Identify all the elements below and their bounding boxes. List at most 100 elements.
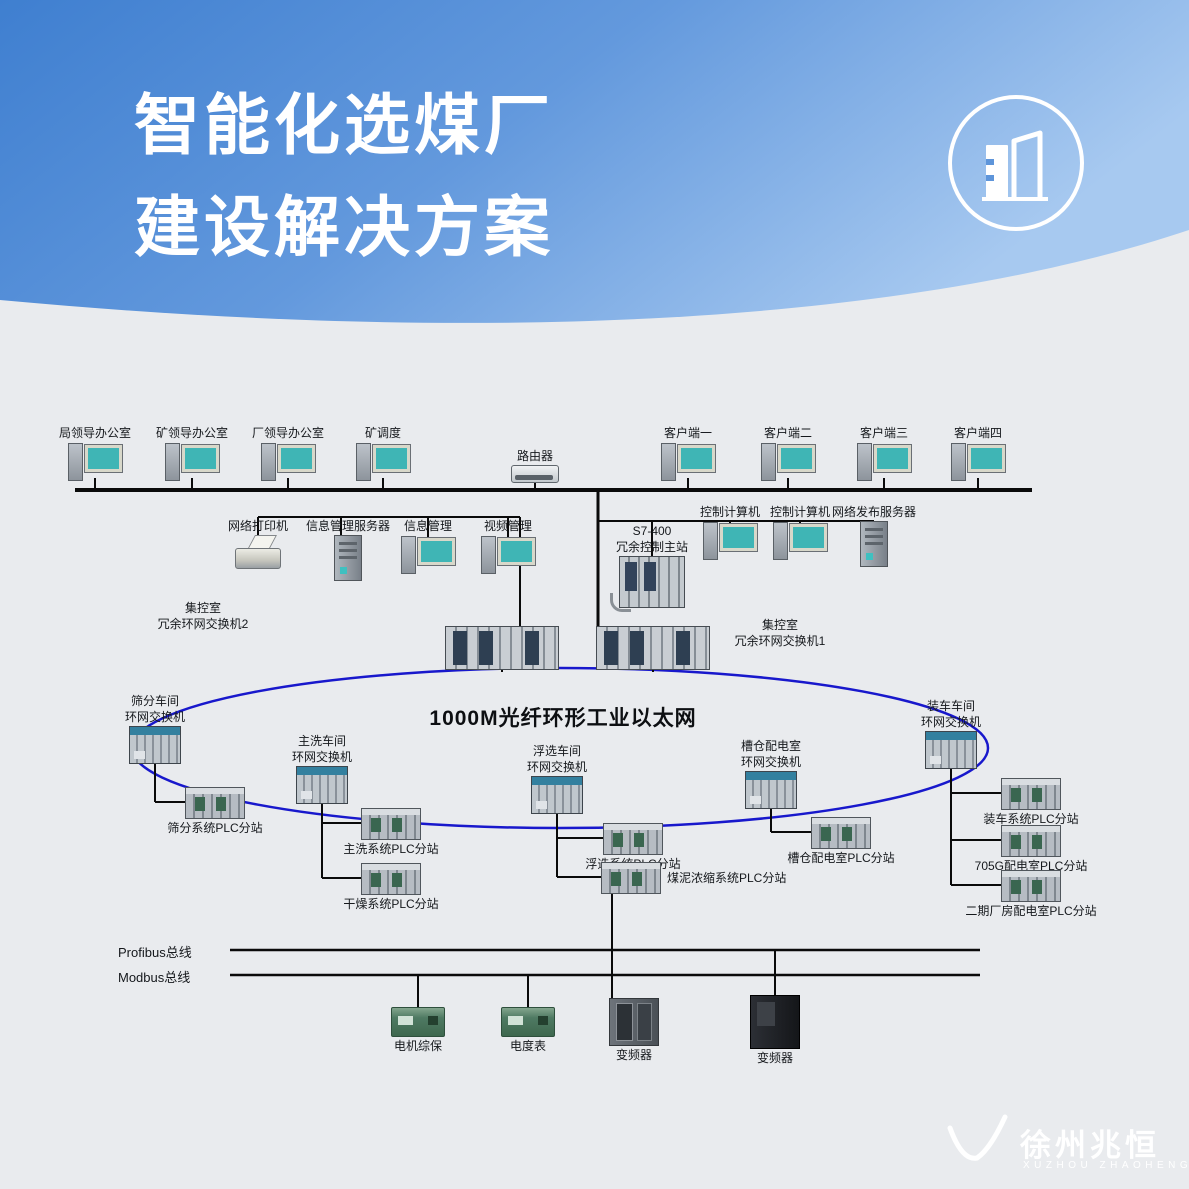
switch-label-line1: 主洗车间 bbox=[297, 734, 346, 748]
page-title: 智能化选煤厂 建设解决方案 bbox=[134, 74, 554, 278]
device-plant-office: 厂领导办公室 bbox=[252, 426, 324, 481]
device-label-line2: 冗余控制主站 bbox=[615, 540, 688, 554]
switch-label-line2: 冗余环网交换机1 bbox=[734, 634, 826, 648]
plc-rack-icon bbox=[185, 787, 245, 819]
plc-label: 煤泥浓缩系统PLC分站 bbox=[667, 871, 787, 885]
device-motor-protection: 电机综保 bbox=[368, 1007, 468, 1053]
plc-label: 槽仓配电室PLC分站 bbox=[787, 851, 895, 865]
desktop-computer-icon bbox=[261, 442, 315, 481]
device-network-printer: 网络打印机 bbox=[218, 519, 298, 569]
profibus-label: Profibus总线 bbox=[118, 945, 192, 960]
ethernet-switch-icon bbox=[745, 771, 797, 809]
ring-switch-screening: 筛分车间 环网交换机 bbox=[115, 694, 195, 764]
device-label: 电度表 bbox=[509, 1039, 546, 1053]
ethernet-switch-icon bbox=[129, 726, 181, 764]
device-label: 网络发布服务器 bbox=[831, 505, 916, 519]
core-switch-2-label: 集控室 冗余环网交换机2 bbox=[123, 601, 283, 631]
switch-label-line1: 装车车间 bbox=[926, 699, 975, 713]
vfd-cabinet-icon bbox=[750, 995, 800, 1049]
plc-rack-icon bbox=[361, 808, 421, 840]
device-label: 信息管理 bbox=[403, 519, 452, 533]
device-label: 变频器 bbox=[615, 1048, 652, 1062]
plc-label: 装车系统PLC分站 bbox=[983, 812, 1079, 826]
plc-rack-icon bbox=[601, 862, 661, 894]
plc-label: 干燥系统PLC分站 bbox=[343, 897, 439, 911]
device-label: 信息管理服务器 bbox=[305, 519, 390, 533]
plc-slime-station: 煤泥浓缩系统PLC分站 bbox=[601, 862, 786, 894]
plc-master-icon bbox=[610, 556, 685, 612]
plc-rack-icon bbox=[1001, 778, 1061, 810]
switch-rack-icon bbox=[445, 626, 559, 670]
device-info-mgmt: 信息管理 bbox=[396, 519, 460, 574]
desktop-computer-icon bbox=[773, 521, 827, 560]
device-label: 电机综保 bbox=[393, 1039, 442, 1053]
ring-switch-bunker: 槽仓配电室 环网交换机 bbox=[731, 739, 811, 809]
plc-drying-station: 干燥系统PLC分站 bbox=[326, 863, 456, 911]
desktop-computer-icon bbox=[761, 442, 815, 481]
device-label: 客户端一 bbox=[663, 426, 712, 440]
device-label: 网络打印机 bbox=[227, 519, 288, 533]
device-energy-meter: 电度表 bbox=[478, 1007, 578, 1053]
switch-label-line2: 冗余环网交换机2 bbox=[157, 617, 249, 631]
header-banner bbox=[0, 0, 1189, 323]
device-label-line1: S7-400 bbox=[632, 524, 672, 538]
energy-meter-icon bbox=[501, 1007, 555, 1037]
core-switch-2 bbox=[445, 626, 559, 670]
device-router: 路由器 bbox=[503, 449, 567, 483]
device-label: 视频管理 bbox=[483, 519, 532, 533]
ring-network-title: 1000M光纤环形工业以太网 bbox=[429, 707, 697, 730]
header-shape bbox=[0, 0, 1189, 323]
device-label: 客户端四 bbox=[953, 426, 1002, 440]
switch-label-line2: 环网交换机 bbox=[740, 755, 801, 769]
desktop-computer-icon bbox=[703, 521, 757, 560]
brand-name-cn: 徐州兆恒 bbox=[1020, 1128, 1160, 1163]
brand-name-en: XUZHOU ZHAOHENG bbox=[1023, 1160, 1189, 1171]
plc-rack-icon bbox=[1001, 825, 1061, 857]
plc-rack-icon bbox=[811, 817, 871, 849]
device-mine-dispatch: 矿调度 bbox=[351, 426, 415, 481]
device-vfd-2: 变频器 bbox=[725, 995, 825, 1065]
device-control-pc-2: 控制计算机 bbox=[768, 505, 832, 560]
desktop-computer-icon bbox=[481, 535, 535, 574]
switch-label-line1: 集控室 bbox=[184, 601, 221, 615]
protection-relay-icon bbox=[391, 1007, 445, 1037]
device-label: 控制计算机 bbox=[699, 505, 760, 519]
core-switch-1 bbox=[596, 626, 710, 670]
plc-screening-station: 筛分系统PLC分站 bbox=[150, 787, 280, 835]
ethernet-switch-icon bbox=[296, 766, 348, 804]
switch-label-line2: 环网交换机 bbox=[124, 710, 185, 724]
device-s7-400-master: S7-400 冗余控制主站 bbox=[607, 524, 697, 612]
server-icon bbox=[860, 521, 888, 567]
ring-switch-washing: 主洗车间 环网交换机 bbox=[282, 734, 362, 804]
core-switch-1-label: 集控室 冗余环网交换机1 bbox=[700, 618, 860, 648]
device-info-server: 信息管理服务器 bbox=[303, 519, 393, 581]
device-web-server: 网络发布服务器 bbox=[829, 505, 919, 567]
server-icon bbox=[334, 535, 362, 581]
desktop-computer-icon bbox=[165, 442, 219, 481]
page-title-line1: 智能化选煤厂 bbox=[134, 88, 554, 162]
desktop-computer-icon bbox=[68, 442, 122, 481]
device-label: 控制计算机 bbox=[769, 505, 830, 519]
plc-rack-icon bbox=[603, 823, 663, 855]
ethernet-switch-icon bbox=[531, 776, 583, 814]
desktop-computer-icon bbox=[401, 535, 455, 574]
device-label: 矿领导办公室 bbox=[156, 426, 229, 440]
router-icon bbox=[511, 465, 559, 483]
device-label: 厂领导办公室 bbox=[252, 426, 325, 440]
plc-label: 筛分系统PLC分站 bbox=[167, 821, 263, 835]
modbus-label: Modbus总线 bbox=[118, 970, 191, 985]
switch-rack-icon bbox=[596, 626, 710, 670]
device-bureau-office: 局领导办公室 bbox=[59, 426, 131, 481]
plc-rack-icon bbox=[361, 863, 421, 895]
device-label: 矿调度 bbox=[364, 426, 401, 440]
device-video-mgmt: 视频管理 bbox=[476, 519, 540, 574]
device-label: 路由器 bbox=[516, 449, 553, 463]
ethernet-switch-icon bbox=[925, 731, 977, 769]
page-title-line2: 建设解决方案 bbox=[134, 190, 554, 264]
plc-washing-station: 主洗系统PLC分站 bbox=[326, 808, 456, 856]
plc-705g-power-station: 705G配电室PLC分站 bbox=[966, 825, 1096, 873]
device-label: 变频器 bbox=[756, 1051, 793, 1065]
ring-switch-loading: 装车车间 环网交换机 bbox=[911, 699, 991, 769]
